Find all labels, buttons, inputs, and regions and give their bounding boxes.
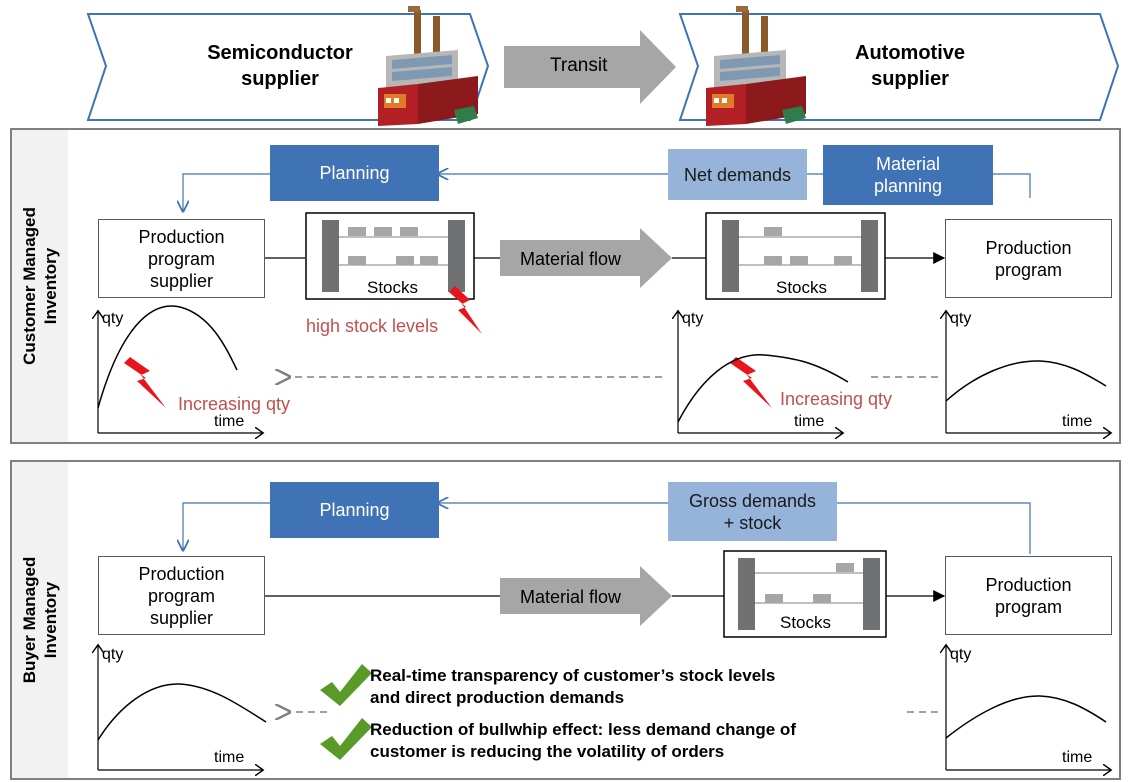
cmi-planning-down [183, 173, 270, 210]
axis-label-time: time [214, 413, 245, 430]
bmi-gross-demands-box: Gross demands + stock [668, 482, 837, 541]
bmi-chart-left [98, 646, 267, 770]
increasing-qty-left-label: Increasing qty [178, 394, 291, 414]
bmi-stocks-label: Stocks [780, 613, 832, 632]
cmi-material-planning-box: Material planning [823, 145, 993, 205]
cmi-net-demands-box: Net demands [668, 149, 807, 200]
lightning-icon [449, 286, 482, 334]
bmi-planning-down [183, 502, 270, 549]
bmi-stocks-graphic [723, 550, 887, 638]
bmi-production-supplier-box: Production program supplier [98, 556, 265, 635]
lightning-icon [730, 357, 772, 408]
semiconductor-label: Semiconductor supplier [207, 42, 353, 90]
cmi-production-supplier-box: Production program supplier [98, 219, 265, 298]
bmi-planning-box: Planning [270, 482, 439, 538]
bmi-bullet-transparency: Real-time transparency of customer’s sto… [370, 666, 776, 707]
cmi-stocks-left-graphic [305, 212, 475, 300]
bmi-bullet-bullwhip: Reduction of bullwhip effect: less deman… [370, 720, 796, 761]
bmi-planning-line [837, 502, 1031, 554]
cmi-stocks-right-graphic [705, 212, 886, 300]
transit-arrow [504, 30, 676, 104]
axis-label-qty: qty [102, 646, 124, 663]
cmi-chart-right [946, 312, 1110, 433]
high-stock-label: high stock levels [306, 316, 439, 336]
cmi-stocks-left-label: Stocks [367, 278, 419, 297]
increasing-qty-right-label: Increasing qty [780, 389, 893, 409]
axis-label-qty: qty [102, 310, 124, 327]
cmi-material-flow-label: Material flow [520, 249, 622, 269]
automotive-label: Automotive supplier [855, 42, 965, 90]
cmi-planning-box: Planning [270, 145, 439, 201]
cmi-chart-mid [678, 312, 849, 433]
check-icon [320, 718, 372, 760]
cmi-production-program-box: Production program [945, 219, 1112, 298]
axis-label-time: time [1062, 413, 1093, 430]
axis-label-time: time [1062, 749, 1093, 766]
cmi-material-flow-arrow [500, 228, 672, 288]
axis-label-qty: qty [950, 646, 972, 663]
axis-label-time: time [794, 413, 825, 430]
transit-label: Transit [550, 55, 608, 76]
lightning-icon [124, 357, 166, 408]
cmi-chart-left [98, 305, 262, 433]
bmi-production-program-box: Production program [945, 556, 1112, 635]
bmi-material-flow-arrow [500, 566, 672, 626]
axis-label-qty: qty [950, 310, 972, 327]
axis-label-time: time [214, 749, 245, 766]
bmi-material-flow-label: Material flow [520, 587, 622, 607]
factory-icon [378, 6, 478, 126]
factory-icon [706, 6, 806, 126]
bmi-chart-right [946, 646, 1110, 770]
axis-label-qty: qty [682, 310, 704, 327]
check-icon [320, 664, 372, 706]
cmi-stocks-right-label: Stocks [776, 278, 828, 297]
